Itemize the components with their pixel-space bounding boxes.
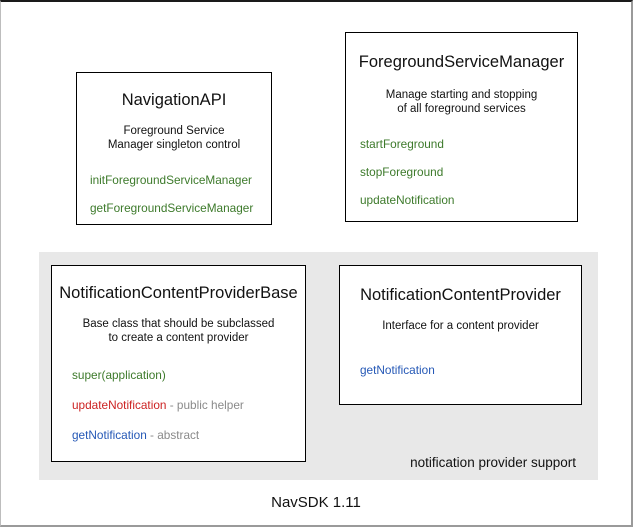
class-title: NotificationContentProvider <box>360 286 561 304</box>
class-member[interactable]: getNotification <box>360 363 581 377</box>
class-member[interactable]: getForegroundServiceManager <box>90 201 271 215</box>
class-box-foreground-service-manager[interactable]: ForegroundServiceManager Manage starting… <box>345 32 578 222</box>
class-member[interactable]: updateNotification - public helper <box>72 398 305 412</box>
class-member-note: - public helper <box>166 397 244 412</box>
class-title: NavigationAPI <box>121 91 227 109</box>
class-member[interactable]: initForegroundServiceManager <box>90 173 271 187</box>
class-member[interactable]: updateNotification <box>360 193 577 207</box>
class-box-notification-content-provider[interactable]: NotificationContentProvider Interface fo… <box>339 265 582 405</box>
class-member-name: startForeground <box>360 136 444 151</box>
class-member[interactable]: stopForeground <box>360 165 577 179</box>
class-box-notification-content-provider-base[interactable]: NotificationContentProviderBase Base cla… <box>51 265 306 462</box>
class-member-note: - abstract <box>146 427 200 442</box>
class-member-list: initForegroundServiceManager getForegrou… <box>77 173 271 215</box>
class-box-navigation-api[interactable]: NavigationAPI Foreground Service Manager… <box>76 72 272 225</box>
class-description: Foreground Service Manager singleton con… <box>107 125 241 152</box>
class-member-list: super(application) updateNotification - … <box>52 368 305 442</box>
class-description: Base class that should be subclassed to … <box>82 318 275 345</box>
diagram-footer-caption: NavSDK 1.11 <box>271 494 361 511</box>
class-description: Manage starting and stopping of all fore… <box>385 89 538 116</box>
class-member[interactable]: getNotification - abstract <box>72 428 305 442</box>
class-member-name: updateNotification <box>360 192 455 207</box>
group-panel-label: notification provider support <box>410 455 576 470</box>
class-member-name: getForegroundServiceManager <box>90 200 254 215</box>
class-title: NotificationContentProviderBase <box>59 284 298 302</box>
class-title: ForegroundServiceManager <box>358 53 565 71</box>
class-member-list: startForeground stopForeground updateNot… <box>346 137 577 207</box>
class-member[interactable]: startForeground <box>360 137 577 151</box>
class-member-name: getNotification <box>72 427 147 442</box>
class-member-name: getNotification <box>360 363 435 378</box>
class-member-name: super(application) <box>72 367 166 382</box>
class-member-list: getNotification <box>340 363 581 377</box>
class-member[interactable]: super(application) <box>72 368 305 382</box>
class-description: Interface for a content provider <box>382 320 539 332</box>
class-member-name: updateNotification <box>72 397 167 412</box>
class-member-name: initForegroundServiceManager <box>90 172 252 187</box>
class-member-name: stopForeground <box>360 164 444 179</box>
